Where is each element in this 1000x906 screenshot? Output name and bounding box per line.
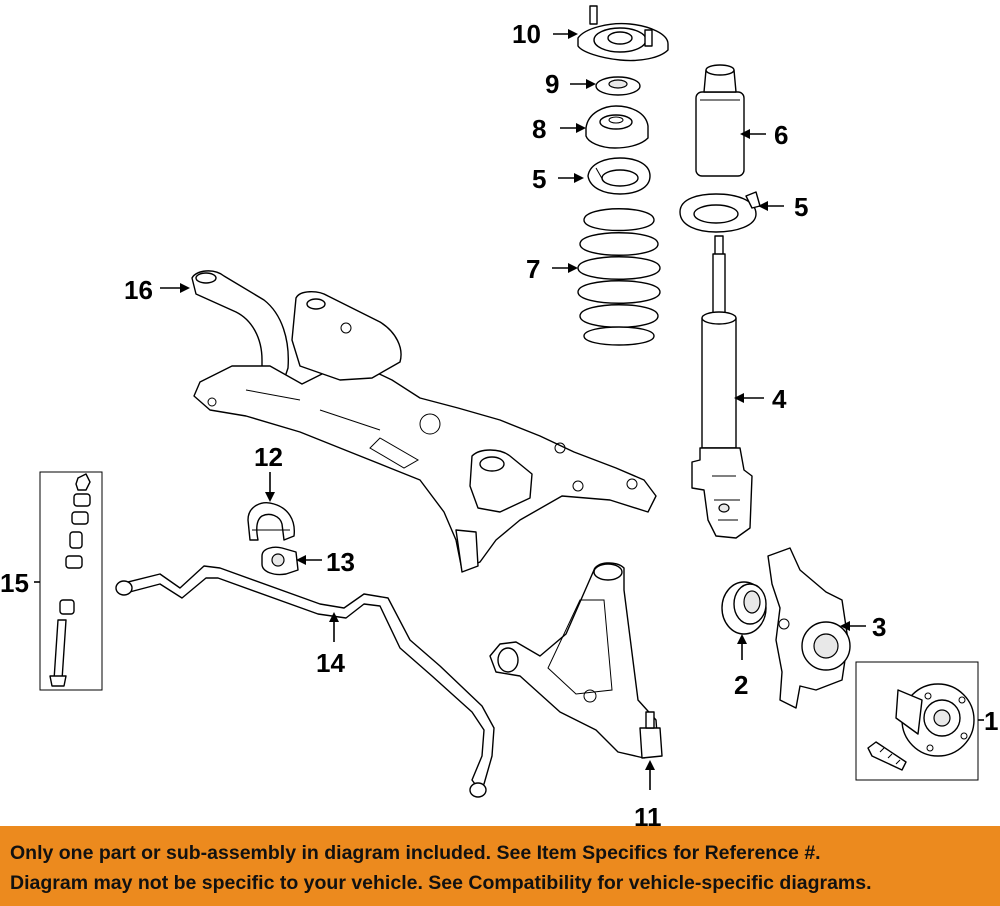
callout-14: 14 bbox=[316, 648, 345, 678]
part-5-isolator-upper bbox=[587, 157, 651, 195]
callout-4: 4 bbox=[772, 384, 787, 414]
disclaimer-line-2: Diagram may not be specific to your vehi… bbox=[10, 872, 872, 894]
part-7-coil-spring bbox=[577, 208, 661, 346]
callout-2: 2 bbox=[734, 670, 748, 700]
callout-15: 15 bbox=[0, 568, 29, 598]
arrow-5a bbox=[574, 173, 584, 183]
arrow-4 bbox=[734, 393, 744, 403]
callout-5-upper: 5 bbox=[532, 164, 546, 194]
arrow-9 bbox=[586, 79, 596, 89]
callout-7: 7 bbox=[526, 254, 540, 284]
arrow-12 bbox=[265, 492, 275, 502]
part-12-bushing bbox=[247, 502, 295, 541]
arrow-7 bbox=[568, 263, 578, 273]
callout-6: 6 bbox=[774, 120, 788, 150]
part-11-lower-control-arm bbox=[489, 562, 663, 759]
callout-16: 16 bbox=[124, 275, 153, 305]
callout-1: 1 bbox=[984, 706, 998, 736]
arrow-8 bbox=[576, 123, 586, 133]
part-9-bearing bbox=[595, 76, 641, 96]
arrow-13 bbox=[296, 555, 306, 565]
callout-9: 9 bbox=[545, 69, 559, 99]
callout-11: 11 bbox=[634, 802, 662, 826]
arrow-11 bbox=[645, 760, 655, 770]
disclaimer-line-1: Only one part or sub-assembly in diagram… bbox=[10, 842, 821, 864]
part-14-stabilizer-bar bbox=[115, 565, 495, 798]
callout-12: 12 bbox=[254, 442, 283, 472]
part-6-dust-boot bbox=[695, 64, 745, 177]
part-8-spring-seat bbox=[585, 105, 649, 149]
part-1-hub-assembly bbox=[855, 661, 979, 781]
arrow-2 bbox=[737, 634, 747, 644]
disclaimer-banner: Only one part or sub-assembly in diagram… bbox=[0, 826, 1000, 906]
arrow-6 bbox=[740, 129, 750, 139]
part-3-knuckle bbox=[767, 547, 851, 709]
arrow-14 bbox=[329, 612, 339, 622]
callout-13: 13 bbox=[326, 547, 355, 577]
suspension-diagram: 10 9 8 5 7 6 bbox=[0, 5, 998, 826]
callout-10: 10 bbox=[512, 19, 541, 49]
arrow-3 bbox=[840, 621, 850, 631]
arrow-5b bbox=[758, 201, 768, 211]
part-13-bushing bbox=[261, 546, 299, 576]
callout-3: 3 bbox=[872, 612, 886, 642]
callout-8: 8 bbox=[532, 114, 546, 144]
arrow-16 bbox=[180, 283, 190, 293]
callout-5-lower: 5 bbox=[794, 192, 808, 222]
arrow-10 bbox=[568, 29, 578, 39]
part-16-crossmember bbox=[191, 270, 657, 573]
part-15-link-kit bbox=[39, 471, 103, 691]
part-5-isolator-lower bbox=[679, 191, 761, 233]
part-2-wheel-bearing bbox=[721, 581, 767, 635]
part-4-strut bbox=[691, 235, 753, 539]
part-10-strut-mount bbox=[577, 5, 669, 62]
